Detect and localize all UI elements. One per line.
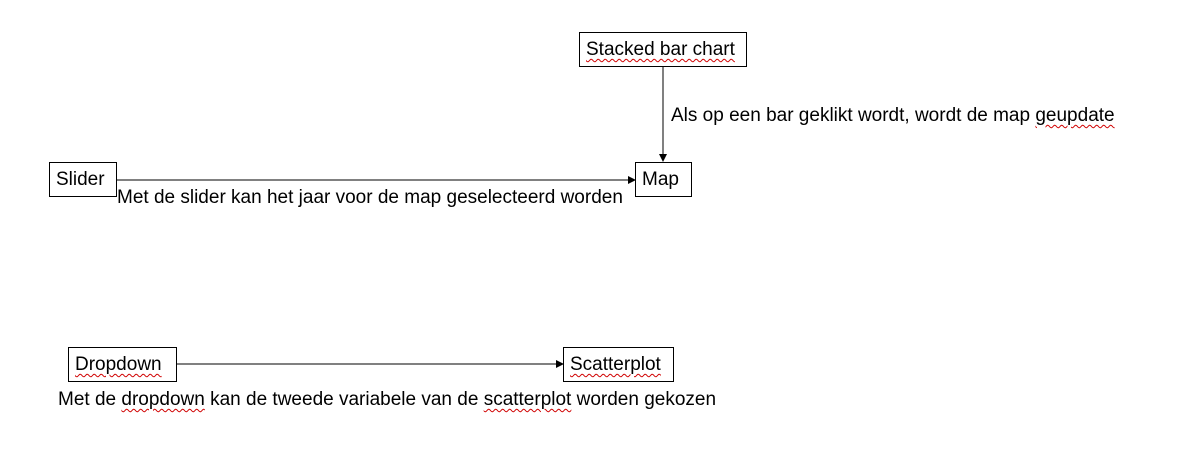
scatterplot-node: Scatterplot bbox=[563, 347, 674, 382]
edge-label-dropdown-part5: worden gekozen bbox=[571, 389, 717, 410]
slider-node: Slider bbox=[49, 162, 117, 197]
slider-label: Slider bbox=[56, 169, 105, 190]
edge-label-barchart-tail: geupdate bbox=[1035, 105, 1115, 126]
map-node: Map bbox=[635, 162, 692, 197]
stacked-bar-chart-node: Stacked bar chart bbox=[579, 32, 747, 67]
scatterplot-label: Scatterplot bbox=[570, 354, 661, 375]
edge-label-slider-text: Met de slider kan het jaar voor de map g… bbox=[117, 187, 623, 208]
edge-label-slider-to-map: Met de slider kan het jaar voor de map g… bbox=[117, 188, 623, 207]
stacked-bar-chart-label: Stacked bar chart bbox=[586, 39, 735, 60]
edge-label-dropdown-to-scatterplot: Met de dropdown kan de tweede variabele … bbox=[58, 390, 716, 409]
edge-label-dropdown-part2: dropdown bbox=[121, 389, 205, 410]
edge-label-dropdown-part3: kan de tweede variabele van de bbox=[204, 389, 484, 410]
dropdown-node: Dropdown bbox=[68, 347, 177, 382]
edge-label-dropdown-part1: Met de bbox=[58, 389, 122, 410]
edge-label-barchart-to-map: Als op een bar geklikt wordt, wordt de m… bbox=[671, 106, 1115, 125]
map-label: Map bbox=[642, 169, 679, 190]
edge-label-barchart-head: Als op een bar geklikt wordt, wordt de m… bbox=[671, 105, 1036, 126]
dropdown-label: Dropdown bbox=[75, 354, 162, 375]
edge-label-dropdown-part4: scatterplot bbox=[483, 389, 572, 410]
